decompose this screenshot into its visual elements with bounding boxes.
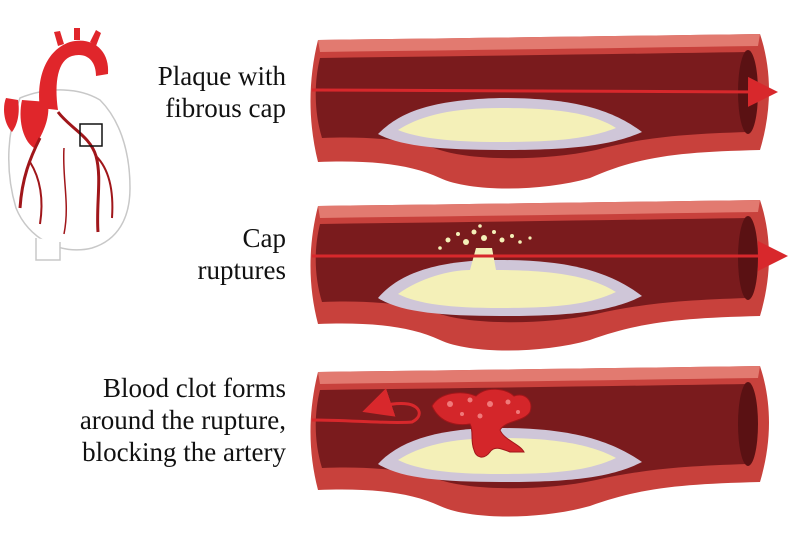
artery-plaque-fibrous-cap: [310, 34, 778, 189]
stage-1-label: Plaque with fibrous cap: [158, 60, 286, 124]
stage-3-label: Blood clot forms around the rupture, blo…: [80, 372, 286, 468]
stage-2-line-1: Cap: [242, 223, 287, 253]
artery-2-end-opening: [738, 216, 758, 300]
inferior-vessel: [35, 238, 61, 261]
artery-1-flow-arrow: [311, 76, 778, 107]
artery-2-rupture-debris: [438, 224, 532, 250]
stage-2-label: Cap ruptures: [198, 222, 286, 286]
right-atrium: [4, 98, 19, 132]
coronary-branch-3: [62, 147, 68, 235]
artery-3-blocked-flow-arrow: [311, 388, 421, 425]
artery-3-blood-clot: [431, 388, 532, 458]
artery-3-wall-highlight: [318, 366, 760, 384]
coronary-right: [18, 137, 42, 209]
coronary-branch-1: [95, 155, 114, 219]
artery-3-clot-texture: [447, 397, 520, 419]
stage-2-line-2: ruptures: [197, 255, 286, 285]
heart-illustration: [4, 28, 131, 261]
artery-2-wall-highlight: [318, 200, 760, 218]
stage-3-line-3: blocking the artery: [82, 437, 286, 467]
stage-3-line-1: Blood clot forms: [103, 373, 286, 403]
stage-1-line-2: fibrous cap: [165, 93, 286, 123]
stage-3-line-2: around the rupture,: [79, 405, 286, 435]
heart-icon: [4, 28, 131, 261]
artery-1-wall-highlight: [318, 34, 760, 52]
aorta: [39, 40, 109, 110]
stage-1-line-1: Plaque with: [157, 61, 286, 91]
artery-3-end-opening: [738, 382, 758, 466]
artery-3-plaque-core: [398, 438, 616, 474]
coronary-branch-2: [29, 161, 43, 225]
zoom-box: [79, 123, 103, 147]
artery-cap-ruptures: [310, 200, 788, 351]
aortic-branches: [54, 28, 101, 46]
artery-2-plaque-core: [398, 248, 616, 308]
pulmonary-trunk: [20, 100, 49, 148]
artery-blood-clot: [310, 366, 769, 517]
artery-1-plaque-core: [398, 108, 616, 142]
